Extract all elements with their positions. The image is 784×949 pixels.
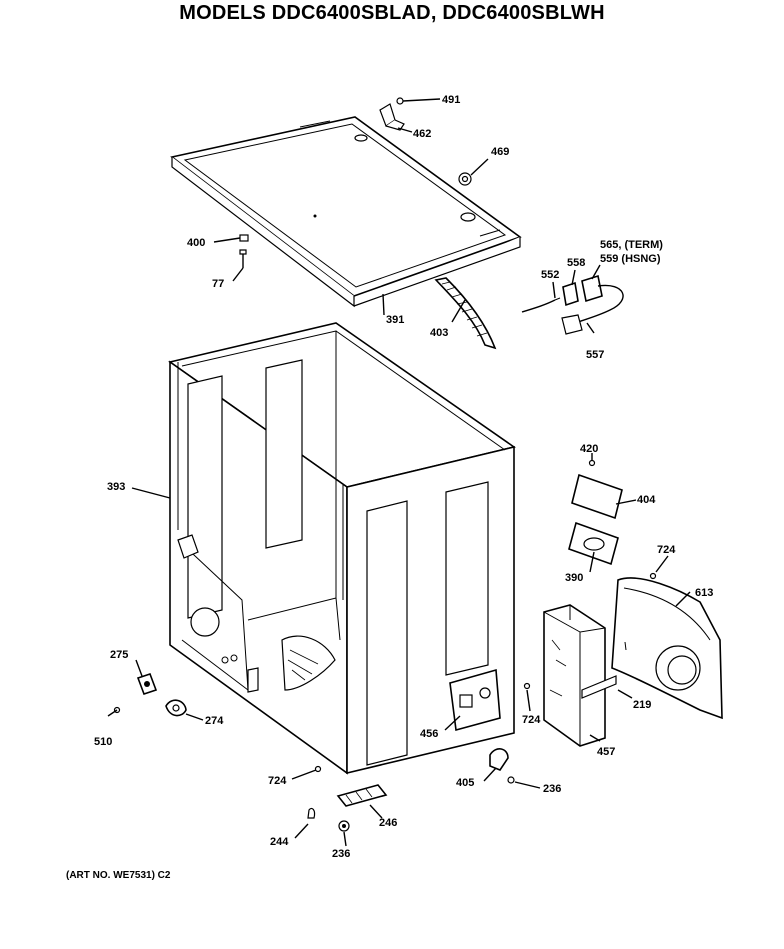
- callout-400: 400: [187, 237, 205, 249]
- callout-391: 391: [386, 314, 404, 326]
- screw-right: [649, 572, 657, 580]
- top-clip: [379, 97, 405, 131]
- top-panel: [170, 116, 522, 308]
- motor-bracket: [449, 668, 501, 732]
- callout-724-bottom: 724: [268, 775, 287, 787]
- callout-613: 613: [695, 587, 713, 599]
- art-number: (ART NO. WE7531) C2: [66, 870, 171, 881]
- callout-219: 219: [633, 699, 651, 711]
- callout-457: 457: [597, 746, 615, 758]
- callout-559: 559 (HSNG): [600, 253, 661, 265]
- callout-724-right: 724: [657, 544, 676, 556]
- callout-510: 510: [94, 736, 112, 748]
- diagram-title: MODELS DDC6400SBLAD, DDC6400SBLWH: [179, 2, 605, 24]
- callout-558: 558: [567, 257, 585, 269]
- callout-420: 420: [580, 443, 598, 455]
- top-hinge-clip: [239, 234, 249, 268]
- callout-456: 456: [420, 728, 438, 740]
- callout-274: 274: [205, 715, 224, 727]
- callout-246: 246: [379, 817, 397, 829]
- callout-236-bottom: 236: [332, 848, 350, 860]
- access-cover: [568, 459, 623, 566]
- callout-469: 469: [491, 146, 509, 158]
- leader-lines: [131, 98, 691, 847]
- callout-236-right: 236: [543, 783, 561, 795]
- callout-244: 244: [270, 836, 289, 848]
- wire-harness-strap: [434, 277, 497, 350]
- grommet: [458, 172, 472, 186]
- callout-491: 491: [442, 94, 460, 106]
- control-box: [543, 604, 617, 747]
- front-panel: [611, 577, 723, 720]
- callout-390: 390: [565, 572, 583, 584]
- callout-462: 462: [413, 128, 431, 140]
- callout-565: 565, (TERM): [600, 239, 663, 251]
- callout-724-cabinet: 724: [522, 714, 541, 726]
- callout-275: 275: [110, 649, 128, 661]
- callout-557: 557: [586, 349, 604, 361]
- bottom-small-parts: [307, 748, 515, 832]
- callout-393: 393: [107, 481, 125, 493]
- callout-404: 404: [637, 494, 656, 506]
- callout-77: 77: [212, 278, 224, 290]
- callout-405: 405: [456, 777, 474, 789]
- callout-403: 403: [430, 327, 448, 339]
- screw-cabinet: [523, 682, 531, 690]
- left-small-parts: [107, 672, 187, 717]
- callout-552: 552: [541, 269, 559, 281]
